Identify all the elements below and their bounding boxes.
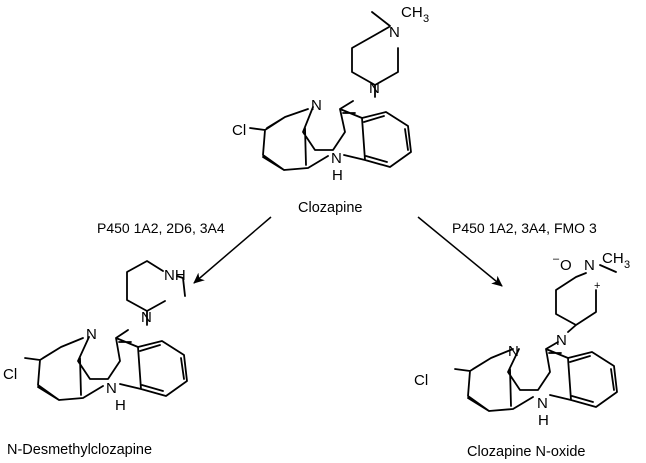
desmethyl-n-imine: N xyxy=(86,326,97,343)
desmethyl-bonds xyxy=(24,260,188,401)
desmethylclozapine-structure: NH N N Cl N H xyxy=(3,260,188,414)
n-oxide-n-plus: N xyxy=(584,257,595,274)
n-oxide-h: H xyxy=(538,412,549,429)
desmethyl-n-piperazine: N xyxy=(141,309,152,326)
clozapine-n-amine: N xyxy=(331,150,342,167)
clozapine-n-imine: N xyxy=(311,97,322,114)
enzymes-left: P450 1A2, 2D6, 3A4 xyxy=(97,220,225,236)
n-oxide-minus: – xyxy=(553,253,560,265)
clozapine-ch3-subscript: 3 xyxy=(423,13,429,25)
n-oxide-n-amine: N xyxy=(537,395,548,412)
desmethyl-cl: Cl xyxy=(3,366,17,383)
n-oxide-o: O xyxy=(560,257,572,274)
enzymes-right: P450 1A2, 3A4, FMO 3 xyxy=(452,220,597,236)
desmethylclozapine-label: N-Desmethylclozapine xyxy=(7,442,152,458)
arrow-to-n-oxide xyxy=(417,216,503,287)
n-oxide-n-piperazine: N xyxy=(556,332,567,349)
arrow-to-desmethyl xyxy=(193,216,272,284)
n-oxide-bonds xyxy=(454,264,618,412)
n-oxide-n-imine: N xyxy=(508,343,519,360)
n-oxide-ch3: CH xyxy=(602,250,624,267)
clozapine-n-oxide-structure: O – N + CH 3 N N Cl N H xyxy=(414,250,630,429)
clozapine-structure: N CH 3 N N Cl N H xyxy=(232,4,429,184)
clozapine-ch3: CH xyxy=(401,4,423,21)
desmethyl-n-amine: N xyxy=(106,380,117,397)
desmethyl-nh-piperazine: NH xyxy=(164,267,186,284)
clozapine-bonds xyxy=(249,11,412,171)
desmethyl-h: H xyxy=(115,397,126,414)
clozapine-cl: Cl xyxy=(232,122,246,139)
n-oxide-ch3-subscript: 3 xyxy=(624,259,630,271)
n-oxide-cl: Cl xyxy=(414,372,428,389)
clozapine-n-piperazine: N xyxy=(369,80,380,97)
clozapine-n-methyl: N xyxy=(389,24,400,41)
clozapine-label: Clozapine xyxy=(298,200,363,216)
clozapine-n-oxide-label: Clozapine N-oxide xyxy=(467,444,585,460)
clozapine-h: H xyxy=(332,167,343,184)
n-oxide-plus: + xyxy=(594,280,600,292)
